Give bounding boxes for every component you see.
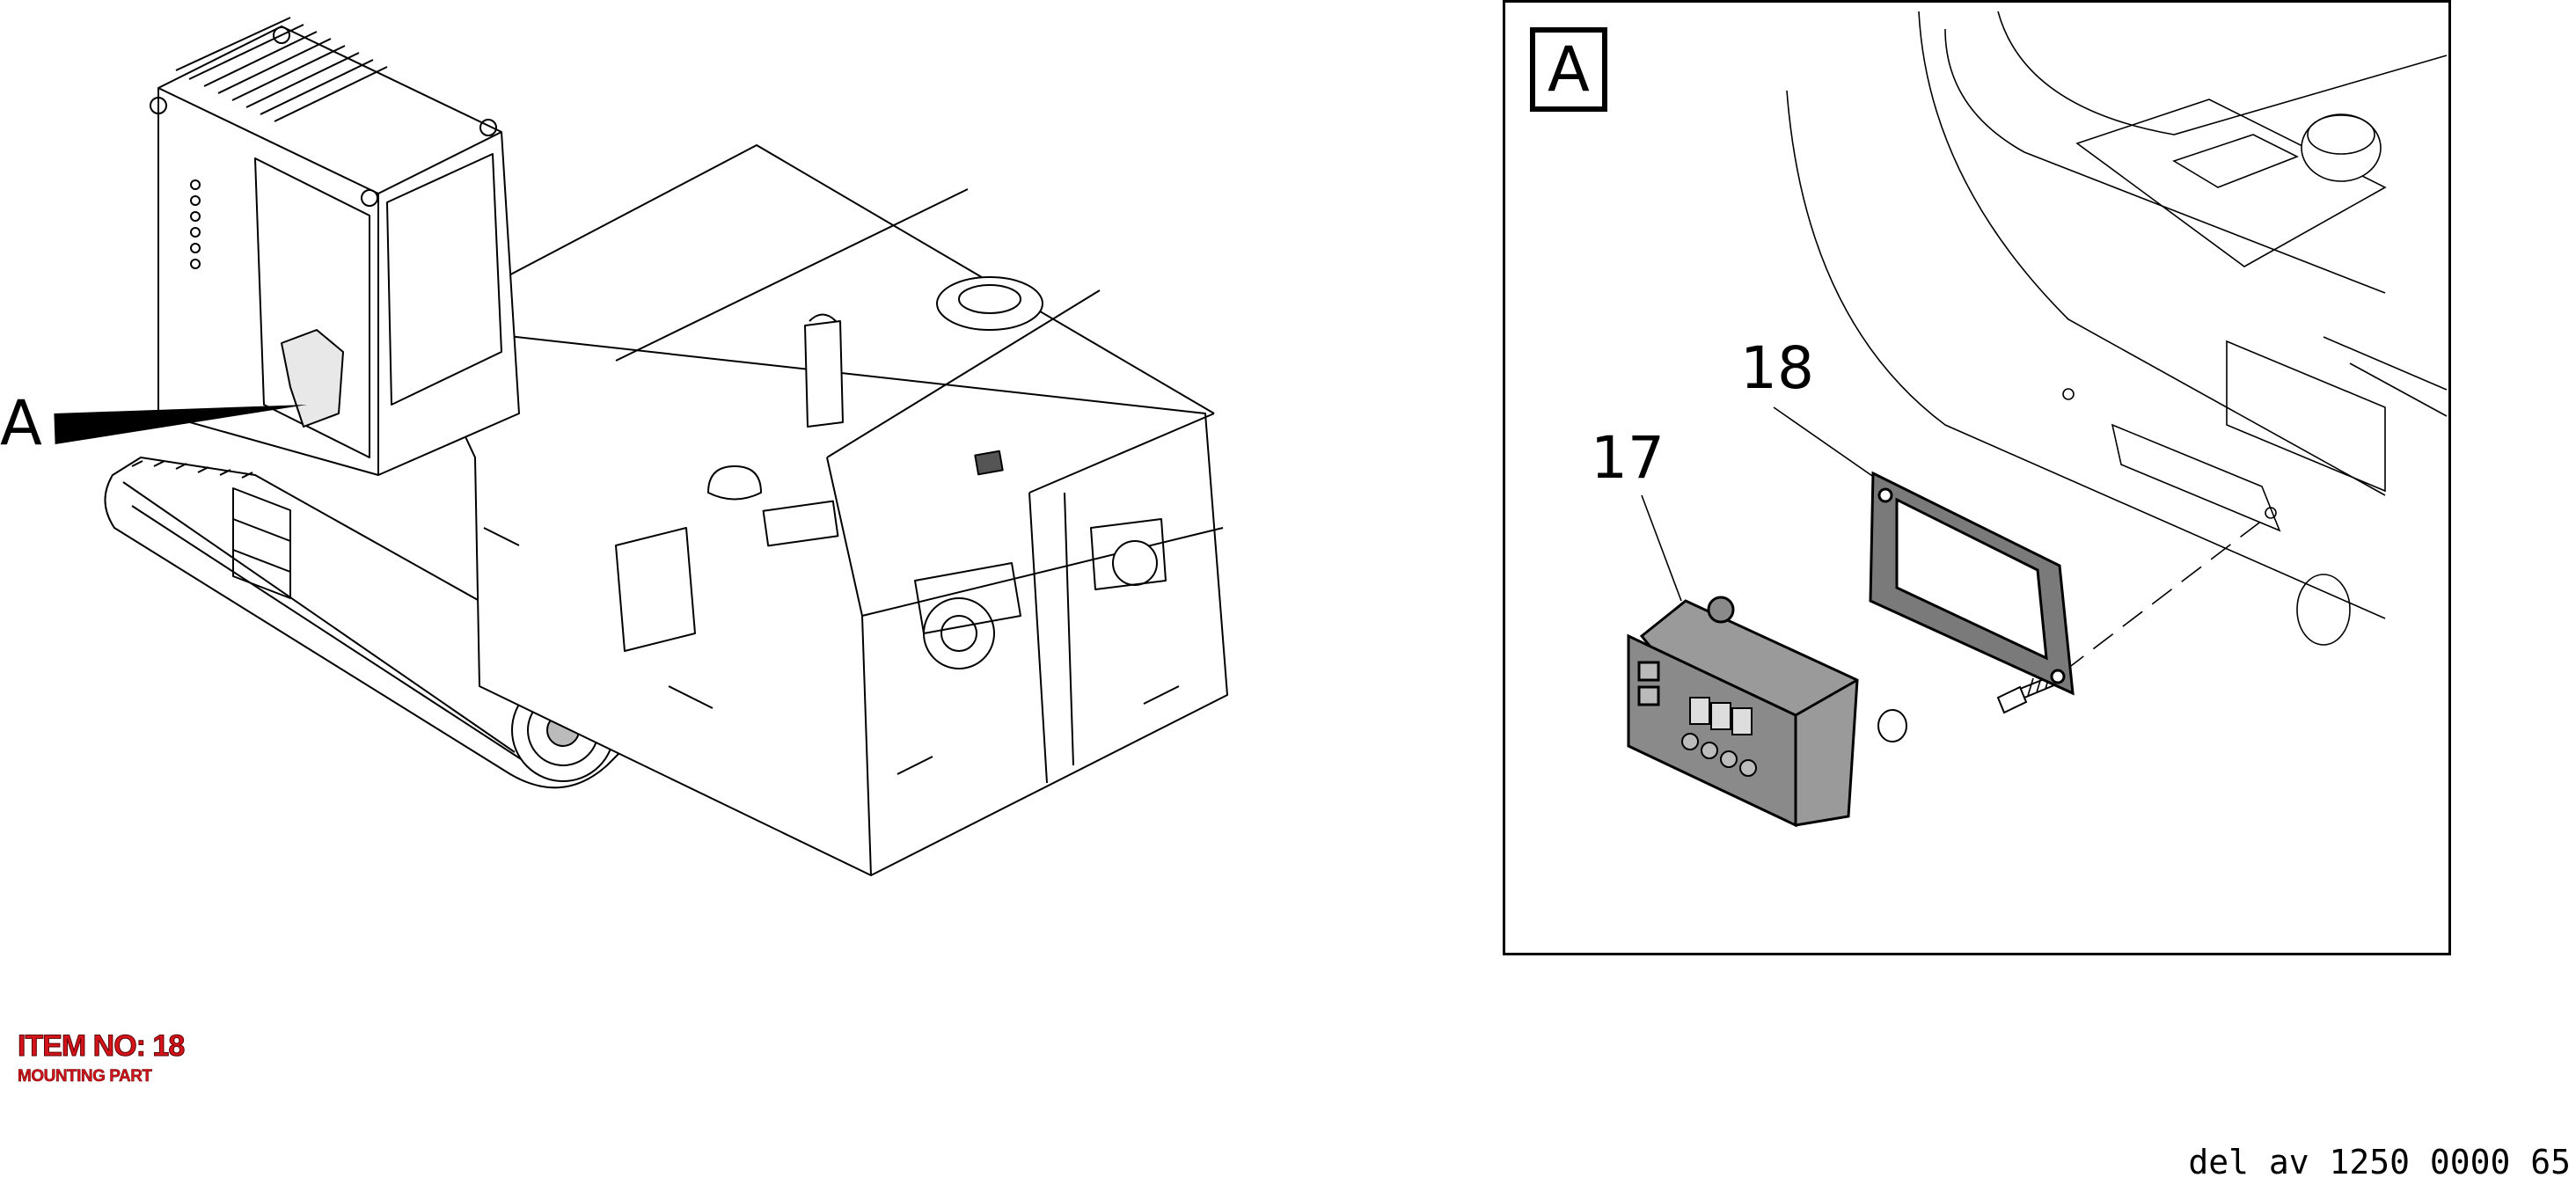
- item-description: MOUNTING PART: [18, 1067, 153, 1086]
- control-unit-part-17: [1627, 596, 1859, 828]
- drawing-reference: del av 1250 0000 65: [2188, 1143, 2571, 1181]
- console-contour: [1786, 90, 2386, 619]
- side-box: [615, 527, 696, 652]
- unit-buttons: [1681, 733, 1757, 777]
- washer: [1877, 709, 1907, 742]
- cab-control-console: [281, 329, 344, 428]
- dark-marker: [974, 450, 1004, 476]
- leader-17: [1641, 494, 1682, 602]
- exhaust-stack: [804, 313, 844, 428]
- cab-control-lights: [190, 179, 201, 269]
- access-steps: [232, 487, 291, 599]
- pointer-label-a: A: [0, 387, 42, 459]
- item-number: ITEM NO: 18: [17, 1029, 185, 1063]
- gasket-part-18: [1869, 471, 2075, 696]
- rotation-unit: [936, 276, 1043, 331]
- alignment-line: [2063, 516, 2267, 672]
- pointer-arrow: [54, 404, 308, 444]
- callout-part-17: 17: [1591, 424, 1665, 492]
- drill-rig-overview-illustration: [54, 17, 1228, 876]
- deck-plate: [762, 500, 839, 547]
- filler-cap: [707, 465, 762, 501]
- hydraulic-assembly: [914, 518, 1167, 669]
- callout-part-18: 18: [1740, 334, 1814, 402]
- leader-18: [1773, 406, 1876, 479]
- detail-label-a: A: [1530, 27, 1607, 112]
- detail-view-a: A: [1503, 0, 2451, 955]
- detail-drawing: [1627, 11, 2448, 828]
- console-knob: [2301, 113, 2382, 182]
- display-window: [1689, 697, 1753, 735]
